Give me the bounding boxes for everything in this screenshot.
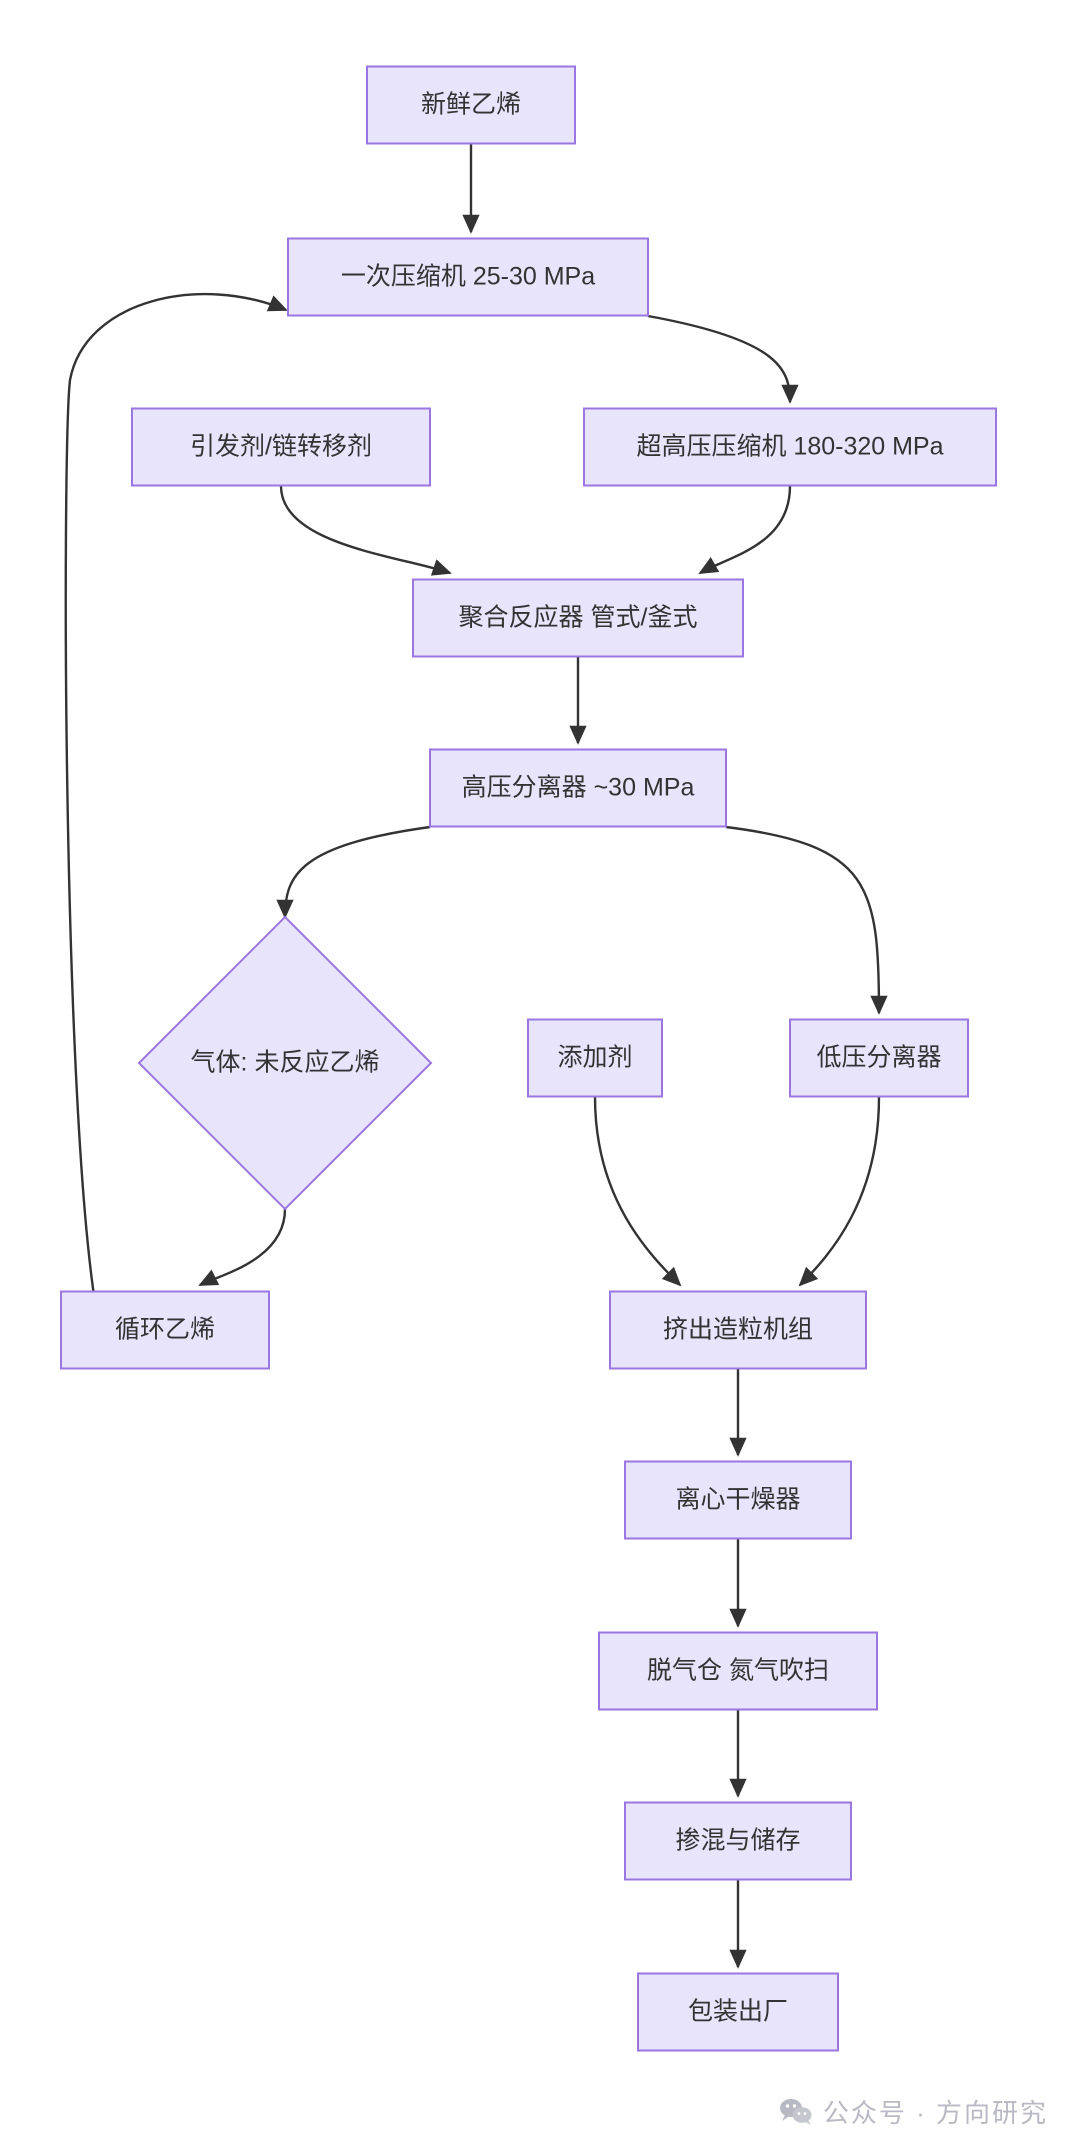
node-label-reactor: 聚合反应器 管式/釜式 [459,604,698,632]
node-dryer[interactable]: 离心干燥器 [624,1460,852,1540]
node-shape-rect [429,748,727,828]
wechat-icon [779,2098,813,2126]
edge-hp_separator-to-lp_separator [725,825,888,1015]
node-shape-rect [624,1460,852,1540]
edge-gas_unreacted-to-recycle_ethylene [198,1208,287,1287]
node-hyper_comp[interactable]: 超高压压缩机 180-320 MPa [583,407,997,487]
node-shape-rect [583,407,997,487]
node-additives[interactable]: 添加剂 [527,1018,663,1098]
node-label-blend_storage: 掺混与储存 [675,1827,800,1855]
edge-hyper_comp-to-reactor [698,485,792,575]
node-shape-rect [598,1631,878,1711]
edges-layer [64,144,888,1969]
node-packaging[interactable]: 包装出厂 [637,1972,839,2052]
node-shape-diamond [137,915,433,1211]
watermark-text: 公众号 · 方向研究 [822,2098,1048,2128]
node-label-fresh_ethylene: 新鲜乙烯 [421,91,521,119]
node-shape-rect [637,1972,839,2052]
node-label-recycle_ethylene: 循环乙烯 [115,1316,215,1344]
node-hp_separator[interactable]: 高压分离器 ~30 MPa [429,748,727,828]
node-label-pelletizer: 挤出造粒机组 [663,1316,813,1344]
node-label-packaging: 包装出厂 [688,1998,788,2026]
node-shape-rect [287,237,649,317]
node-shape-rect [131,407,431,487]
node-label-initiator: 引发剂/链转移剂 [190,433,372,461]
node-initiator[interactable]: 引发剂/链转移剂 [131,407,431,487]
edge-primary_comp-to-hyper_comp [647,314,799,404]
node-pelletizer[interactable]: 挤出造粒机组 [609,1290,867,1370]
node-label-hp_separator: 高压分离器 ~30 MPa [462,774,695,802]
node-shape-rect [366,65,576,145]
node-label-primary_comp: 一次压缩机 25-30 MPa [341,263,595,291]
node-shape-rect [527,1018,663,1098]
watermark: 公众号 · 方向研究 [779,2093,1048,2130]
node-label-gas_unreacted: 气体: 未反应乙烯 [191,1049,380,1077]
node-label-additives: 添加剂 [557,1044,632,1072]
node-primary_comp[interactable]: 一次压缩机 25-30 MPa [287,237,649,317]
node-fresh_ethylene[interactable]: 新鲜乙烯 [366,65,576,145]
node-shape-rect [789,1018,969,1098]
edge-hp_separator-to-gas_unreacted [276,825,431,919]
node-blend_storage[interactable]: 掺混与储存 [624,1801,852,1881]
node-reactor[interactable]: 聚合反应器 管式/釜式 [412,578,744,658]
node-label-degas_silo: 脱气仓 氮气吹扫 [647,1657,829,1685]
edge-additives-to-pelletizer [593,1096,682,1287]
node-gas_unreacted[interactable]: 气体: 未反应乙烯 [137,915,433,1211]
node-shape-rect [609,1290,867,1370]
node-shape-rect [412,578,744,658]
edge-initiator-to-reactor [279,485,452,576]
edge-recycle_ethylene-to-primary_comp [64,292,288,1331]
node-shape-rect [60,1290,270,1370]
node-shape-rect [624,1801,852,1881]
node-recycle_ethylene[interactable]: 循环乙烯 [60,1290,270,1370]
node-label-dryer: 离心干燥器 [675,1486,800,1514]
node-label-lp_separator: 低压分离器 [816,1044,941,1072]
node-lp_separator[interactable]: 低压分离器 [789,1018,969,1098]
node-degas_silo[interactable]: 脱气仓 氮气吹扫 [598,1631,878,1711]
edge-lp_separator-to-pelletizer [798,1096,881,1287]
node-label-hyper_comp: 超高压压缩机 180-320 MPa [636,433,943,461]
